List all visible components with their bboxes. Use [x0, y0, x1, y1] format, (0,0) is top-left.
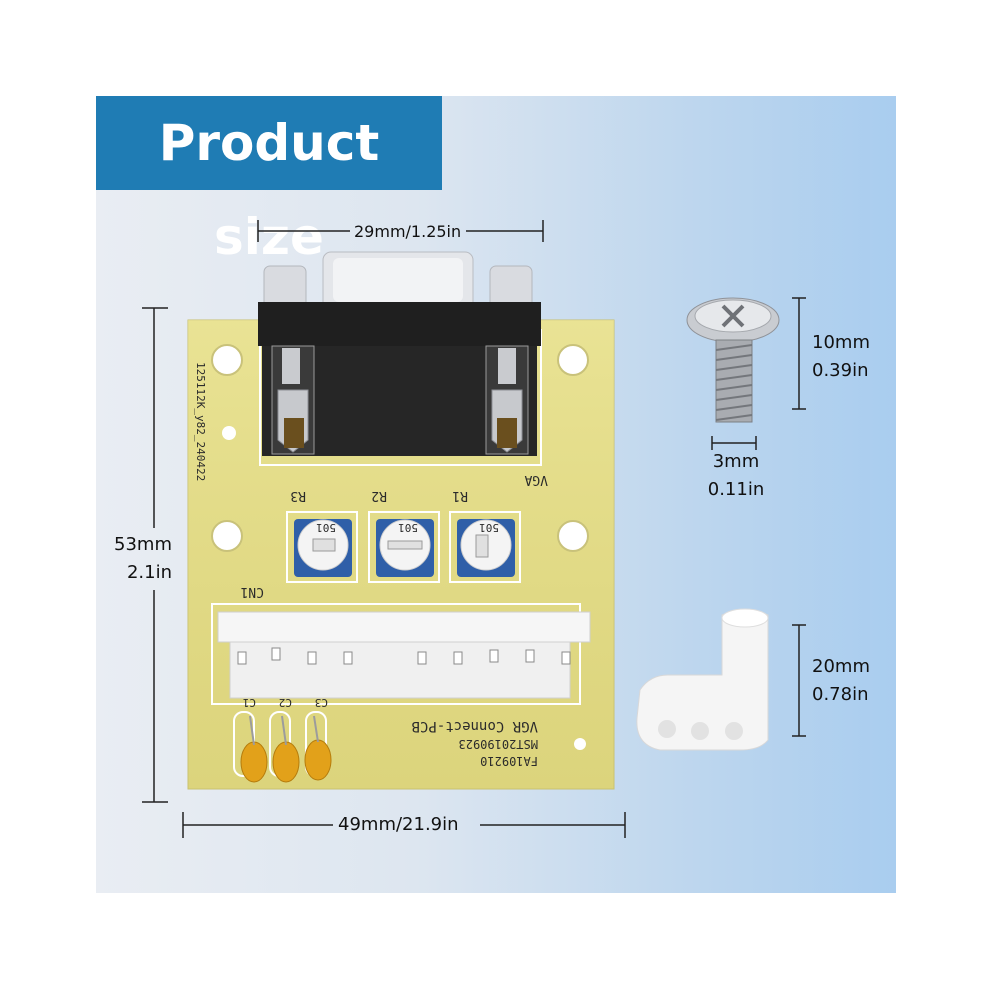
screw	[686, 297, 780, 423]
bottom-width-label: 49mm/21.9in	[338, 814, 459, 835]
vga-connector	[258, 251, 541, 456]
top-width-label: 29mm/1.25in	[354, 222, 462, 241]
part-number-2: FA109210	[480, 754, 538, 768]
page-title: Product size	[158, 114, 380, 266]
trimpot-r3	[294, 519, 352, 577]
trimpot-code-r3: 501	[316, 521, 336, 534]
board-name-label: VGR Connect-PCB	[412, 718, 538, 734]
screw-length-dimension-line	[792, 297, 806, 410]
bottom-width-dimension-line	[182, 812, 626, 838]
vga-label: VGA	[524, 472, 548, 487]
screw-diameter-dimension-line	[711, 436, 757, 450]
spacer-height-in-label: 0.78in	[812, 684, 869, 705]
board-height-dimension-line	[142, 307, 168, 803]
c3-label: C3	[315, 696, 328, 709]
trimpot-code-r1: 501	[479, 521, 499, 534]
spacer-height-dimension-line	[792, 624, 806, 737]
c1-label: C1	[243, 696, 256, 709]
cn1-header-connector	[217, 611, 591, 699]
board-height-in-label: 2.1in	[126, 562, 172, 583]
r2-label: R2	[371, 488, 387, 503]
c2-label: C2	[279, 696, 292, 709]
title-banner: Product size	[96, 96, 442, 266]
silkscreen-labels: VGA R3 R2 R1 501 501 501 CN1 C1 C2 C3 VG…	[194, 362, 548, 768]
r3-label: R3	[290, 488, 306, 503]
capacitors	[233, 711, 332, 783]
screw-length-in-label: 0.39in	[812, 360, 869, 381]
trimpot-r1	[457, 519, 515, 577]
spacer-height-mm-label: 20mm	[812, 656, 870, 677]
l-spacer	[636, 608, 769, 751]
screw-diameter-mm-label: 3mm	[712, 451, 760, 472]
board-height-mm-label: 53mm	[114, 534, 172, 555]
cn1-label: CN1	[241, 584, 264, 599]
part-number-1: MST20190923	[459, 737, 538, 751]
top-width-dimension-line	[257, 220, 544, 242]
trimpot-r2	[376, 519, 434, 577]
screw-length-mm-label: 10mm	[812, 332, 870, 353]
side-code-label: 125112K_y82_240422	[194, 362, 207, 481]
screw-diameter-in-label: 0.11in	[707, 479, 765, 500]
r1-label: R1	[452, 488, 468, 503]
trimpot-code-r2: 501	[398, 521, 418, 534]
